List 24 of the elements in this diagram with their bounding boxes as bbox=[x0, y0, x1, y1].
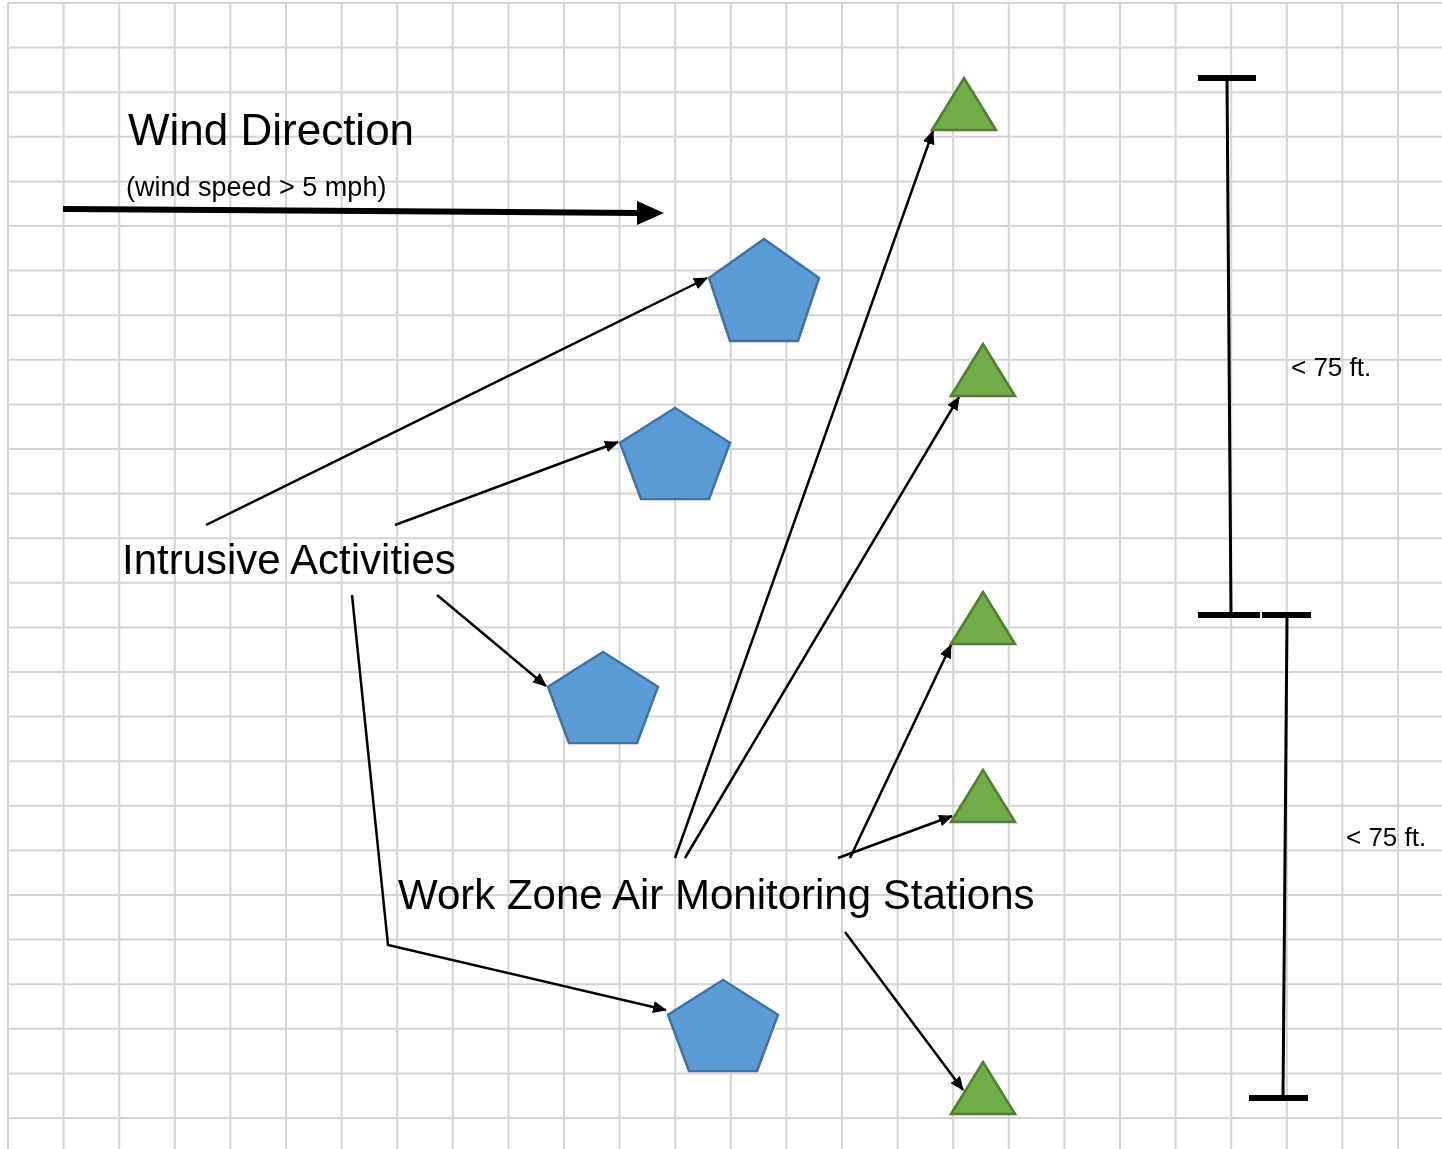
arrow bbox=[436, 594, 547, 687]
triangle-marker bbox=[949, 768, 1017, 824]
pentagon-marker bbox=[546, 650, 660, 745]
arrow bbox=[683, 396, 961, 859]
dimension-label: < 75 ft. bbox=[1346, 824, 1427, 850]
arrow bbox=[844, 931, 964, 1091]
arrow bbox=[350, 594, 667, 1013]
text-label: Work Zone Air Monitoring Stations bbox=[398, 858, 1178, 932]
arrow bbox=[673, 130, 935, 859]
dimension-label: < 75 ft. bbox=[1291, 354, 1372, 380]
triangle-marker bbox=[949, 1060, 1017, 1116]
pentagon-marker bbox=[666, 978, 780, 1073]
note-label: (wind speed > 5 mph) bbox=[126, 174, 387, 201]
arrow bbox=[394, 440, 619, 527]
pentagon-marker bbox=[707, 237, 821, 343]
triangle-marker bbox=[949, 342, 1017, 398]
triangle-marker bbox=[930, 76, 998, 132]
arrow bbox=[848, 644, 953, 859]
title-label: Wind Direction bbox=[128, 108, 415, 152]
pentagon-marker bbox=[618, 406, 732, 501]
arrow bbox=[205, 276, 708, 527]
arrow bbox=[837, 814, 953, 860]
text-label: Intrusive Activities bbox=[122, 525, 542, 595]
triangle-marker bbox=[949, 590, 1017, 646]
